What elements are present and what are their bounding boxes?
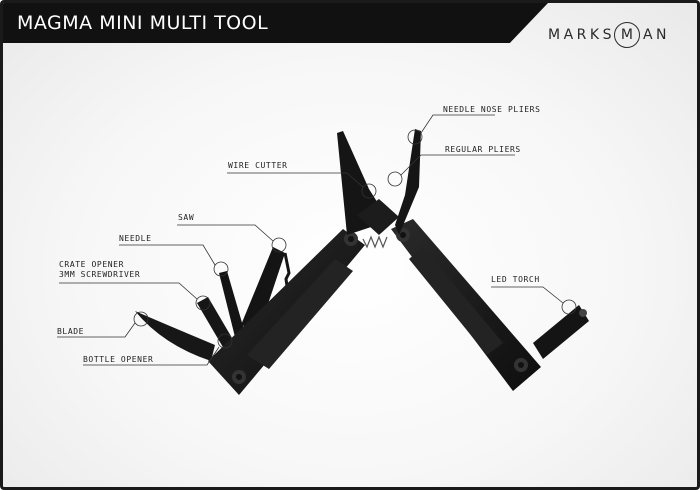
label-regular-pliers: REGULAR PLIERS	[445, 145, 521, 154]
title-banner	[3, 3, 548, 43]
page-title: MAGMA MINI MULTI TOOL	[17, 12, 269, 34]
label-needle-nose-pliers: NEEDLE NOSE PLIERS	[443, 105, 541, 114]
label-3mm-screwdriver: 3MM SCREWDRIVER	[59, 270, 141, 279]
brand-text-end: AN	[642, 27, 671, 43]
crate-opener-tool	[197, 297, 235, 349]
callout-lines	[57, 114, 577, 366]
label-wire-cutter: WIRE CUTTER	[228, 161, 288, 170]
label-led-torch: LED TORCH	[491, 275, 540, 284]
needle-tool	[219, 271, 245, 337]
blade-tool	[135, 311, 215, 361]
pliers-head	[337, 129, 421, 249]
led-torch-tool	[533, 305, 589, 359]
right-handle	[391, 219, 541, 391]
multi-tool-illustration	[57, 114, 589, 395]
label-bottle-opener: BOTTLE OPENER	[83, 355, 154, 364]
label-crate-opener: CRATE OPENER	[59, 260, 124, 269]
brand-circled-letter: M	[613, 22, 640, 48]
label-blade: BLADE	[57, 327, 85, 336]
left-handle	[208, 229, 365, 395]
label-needle: NEEDLE	[119, 234, 152, 243]
brand-text-start: MARKS	[548, 27, 615, 43]
brand-logo: MARKS M AN	[548, 20, 670, 50]
label-saw: SAW	[178, 213, 195, 222]
